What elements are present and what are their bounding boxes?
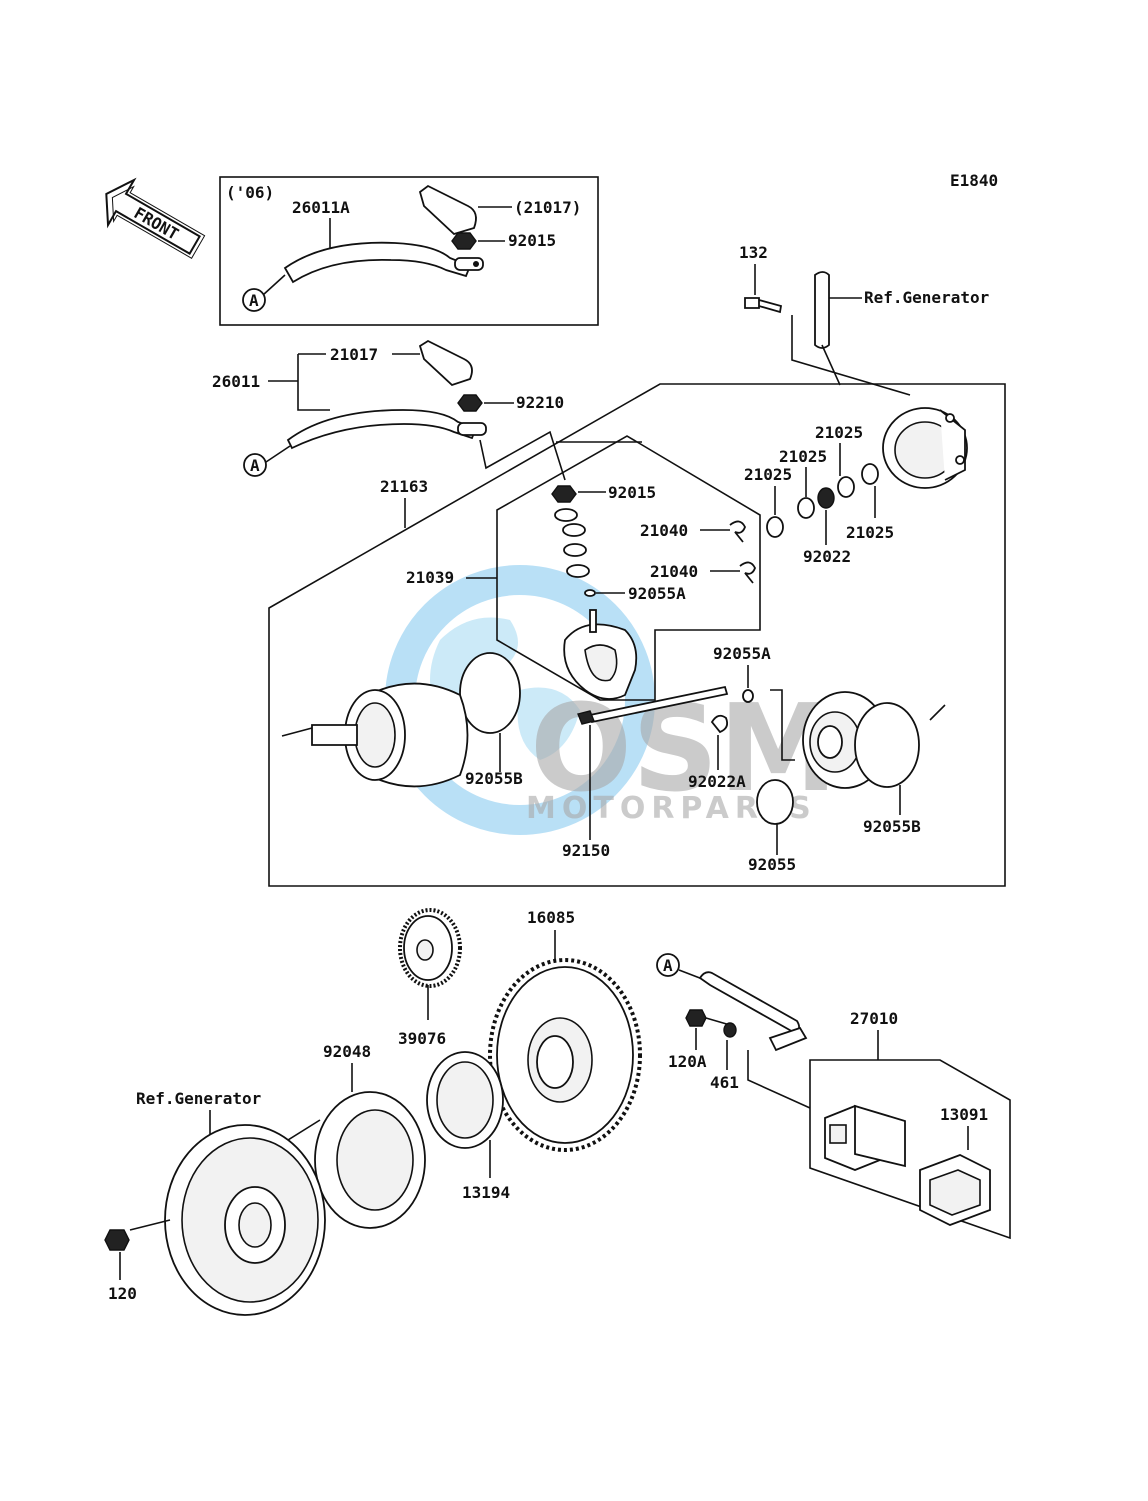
- label-92055: 92055: [748, 855, 796, 874]
- motor-end-cover: [882, 407, 968, 489]
- label-13194: 13194: [462, 1183, 510, 1202]
- label-21025-a: 21025: [815, 423, 863, 442]
- label-21163: 21163: [380, 477, 428, 496]
- washer-21025-b: [797, 497, 815, 519]
- label-120: 120: [108, 1284, 137, 1303]
- label-16085: 16085: [527, 908, 575, 927]
- washer-21025-a: [837, 476, 855, 498]
- inset-box-06: [219, 176, 599, 326]
- label-21039: 21039: [406, 568, 454, 587]
- label-92022A: 92022A: [688, 772, 746, 791]
- nut-icon: [451, 232, 477, 250]
- idle-gear-39076: [398, 908, 462, 988]
- starter-motor-box: [268, 383, 1006, 887]
- label-92055A-b: 92055A: [713, 644, 771, 663]
- label-92015-top: 92015: [508, 231, 556, 250]
- ref-generator-top: Ref.Generator: [864, 288, 989, 307]
- label-39076: 39076: [398, 1029, 446, 1048]
- label-132: 132: [739, 243, 768, 262]
- washer-92022A: [710, 714, 729, 734]
- cable-26011A: [283, 241, 472, 284]
- label-26011A: 26011A: [292, 198, 350, 217]
- label-13091: 13091: [940, 1105, 988, 1124]
- washer-21025-d: [861, 463, 879, 485]
- label-92210: 92210: [516, 393, 564, 412]
- svg-text:A: A: [249, 291, 259, 310]
- svg-text:A: A: [663, 956, 673, 975]
- washer-461: [723, 1022, 737, 1038]
- one-way-clutch-13194: [426, 1051, 504, 1149]
- label-21017-paren: (21017): [514, 198, 581, 217]
- label-21025-b: 21025: [779, 447, 827, 466]
- nut-92210-icon: [457, 394, 483, 412]
- year-note: ('06): [226, 183, 274, 202]
- oring-92055B-right: [854, 702, 920, 788]
- ref-generator-bottom: Ref.Generator: [136, 1089, 261, 1108]
- label-21040-b: 21040: [650, 562, 698, 581]
- bracket-ref-generator: [814, 271, 830, 349]
- relay-cover-13091: [919, 1154, 991, 1226]
- relay-cable-end: [698, 971, 800, 1035]
- label-461: 461: [710, 1073, 739, 1092]
- bolt-120A-icon: [685, 1009, 707, 1027]
- label-92015: 92015: [608, 483, 656, 502]
- starter-relay-27010: [824, 1104, 906, 1171]
- front-arrow-icon: FRONT: [105, 177, 206, 259]
- oring-92055B-left: [459, 652, 521, 734]
- label-21040-a: 21040: [640, 521, 688, 540]
- label-26011: 26011: [212, 372, 260, 391]
- label-92150: 92150: [562, 841, 610, 860]
- label-92055B-a: 92055B: [465, 769, 523, 788]
- flywheel-rotor: [164, 1124, 326, 1316]
- label-92022: 92022: [803, 547, 851, 566]
- starter-motor-body: [281, 682, 469, 788]
- terminal-cap-21017: [418, 339, 473, 387]
- bolt-132-icon: [744, 297, 783, 314]
- terminal-cap-icon: [418, 184, 477, 236]
- ref-circle-A-relay: [656, 953, 680, 977]
- washer-21025-c: [766, 516, 784, 538]
- label-27010: 27010: [850, 1009, 898, 1028]
- label-92048: 92048: [323, 1042, 371, 1061]
- label-21017: 21017: [330, 345, 378, 364]
- clutch-housing-92048: [314, 1091, 426, 1229]
- label-92055B-b: 92055B: [863, 817, 921, 836]
- cable-26011: [286, 409, 478, 450]
- ref-circle-A-main: [243, 453, 267, 477]
- oring-92055: [756, 779, 794, 825]
- spring-21040-b: [739, 561, 756, 584]
- diagram-code: E1840: [950, 171, 998, 190]
- bolt-120-icon: [104, 1229, 130, 1251]
- label-21025-c: 21025: [744, 465, 792, 484]
- label-21025-d: 21025: [846, 523, 894, 542]
- relay-bracket: [768, 1026, 808, 1052]
- brush-holder-box: [496, 435, 761, 701]
- spring-21040-a: [729, 520, 746, 543]
- ring-gear-16085: [488, 958, 642, 1152]
- nut-92015-icon: [551, 485, 577, 503]
- svg-text:A: A: [250, 456, 260, 475]
- washer-92022: [817, 487, 835, 509]
- label-92055A-a: 92055A: [628, 584, 686, 603]
- label-120A: 120A: [668, 1052, 707, 1071]
- ref-circle-A-inset: [242, 288, 266, 312]
